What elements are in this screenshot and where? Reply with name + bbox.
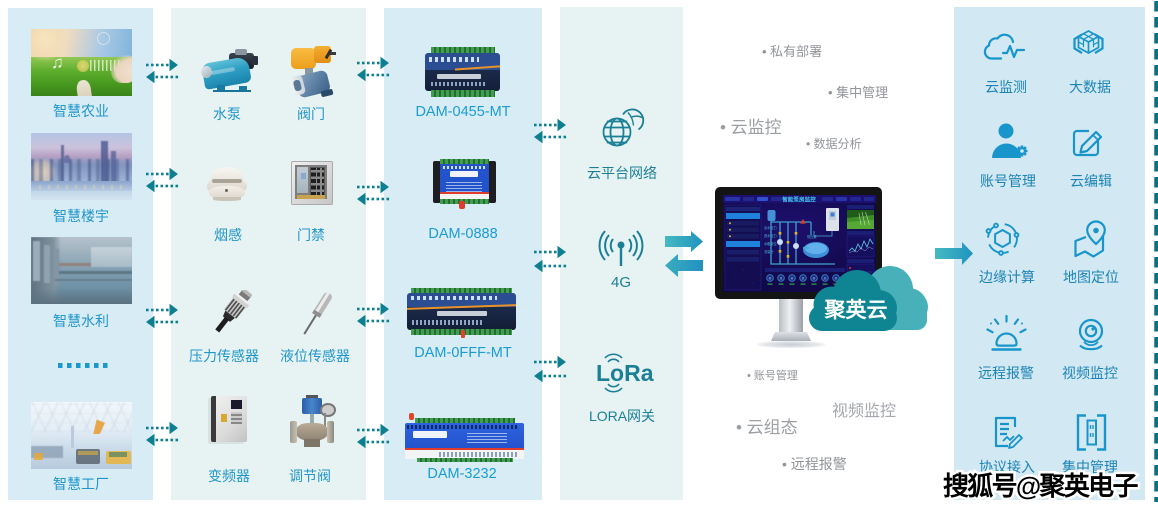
svg-text:水箱液位: 水箱液位 — [764, 241, 778, 246]
svg-text:开: 开 — [812, 276, 815, 280]
svg-text:开: 开 — [790, 276, 793, 280]
svg-text:开: 开 — [768, 276, 771, 280]
svg-text:流量计: 流量计 — [764, 249, 774, 254]
svg-text:开: 开 — [834, 276, 837, 280]
svg-text:聚英云: 聚英云 — [824, 299, 888, 322]
svg-text:关: 关 — [801, 275, 804, 280]
svg-text:进水压力: 进水压力 — [764, 233, 777, 238]
svg-text:关: 关 — [779, 275, 782, 280]
svg-text:LoRa: LoRa — [596, 360, 654, 386]
svg-text:恒压罐: 恒压罐 — [807, 234, 817, 239]
svg-text:智能泵房监控: 智能泵房监控 — [782, 196, 816, 204]
svg-text:出水压力: 出水压力 — [764, 225, 777, 230]
svg-text:关: 关 — [823, 275, 826, 280]
